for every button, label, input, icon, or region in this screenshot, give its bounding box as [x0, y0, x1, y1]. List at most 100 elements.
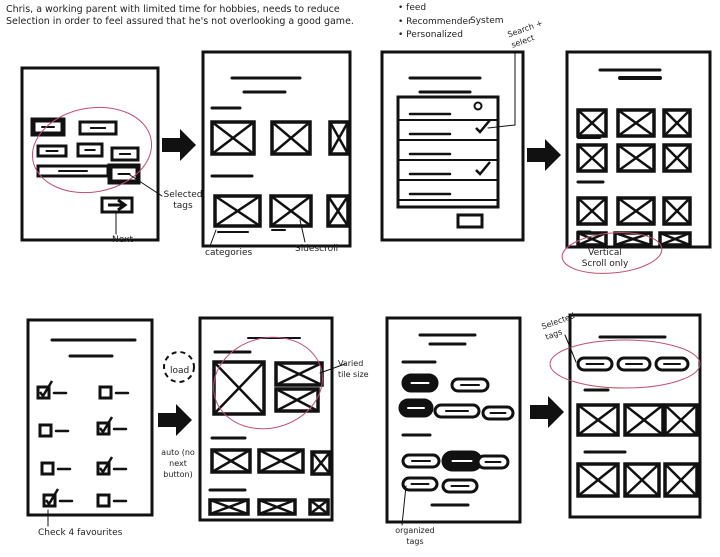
- checkmark-icon: [45, 488, 60, 507]
- image-placeholder: [270, 120, 312, 156]
- image-placeholder: [269, 194, 313, 228]
- phone-frame: [380, 50, 525, 242]
- bullet-personalized: • Personalized: [398, 30, 463, 40]
- image-placeholder-cross: [270, 120, 312, 156]
- image-placeholder: [576, 108, 608, 138]
- image-placeholder-cross: [663, 403, 699, 437]
- image-placeholder-cross: [613, 231, 653, 247]
- phone-frame: [26, 318, 154, 517]
- image-placeholder-cross: [576, 143, 608, 173]
- image-placeholder-cross: [658, 231, 692, 247]
- checkbox: [96, 493, 111, 508]
- annotation-leader-line: [401, 485, 407, 526]
- checkmark-icon: [475, 161, 491, 176]
- next-note: Next: [112, 235, 133, 245]
- image-placeholder-cross: [274, 361, 324, 387]
- image-placeholder: [576, 462, 620, 498]
- image-placeholder: [616, 143, 656, 173]
- image-placeholder: [576, 231, 608, 247]
- search-results-list: [396, 95, 500, 209]
- checkbox: [40, 461, 55, 476]
- phone-frame: [198, 316, 334, 522]
- image-placeholder-cross: [210, 120, 256, 156]
- image-placeholder-cross: [269, 194, 313, 228]
- next-arrow-icon: [108, 198, 128, 212]
- image-placeholder: [662, 108, 692, 138]
- phone-frame: [385, 316, 522, 524]
- highlight-circle: [549, 339, 701, 389]
- problem-statement-line-1: Chris, a working parent with limited tim…: [6, 4, 340, 15]
- image-placeholder-cross: [210, 448, 252, 474]
- annotation-leader-line: [564, 334, 577, 363]
- annotation-leader-line: [299, 219, 306, 243]
- image-placeholder: [274, 387, 320, 413]
- image-placeholder-cross: [576, 108, 608, 138]
- highlight-circle: [561, 232, 663, 274]
- image-placeholder-cross: [576, 196, 608, 226]
- image-placeholder: [257, 498, 297, 516]
- image-placeholder: [623, 403, 665, 437]
- image-placeholder: [663, 403, 699, 437]
- image-placeholder: [576, 143, 608, 173]
- checkmark-icon: [99, 416, 114, 435]
- image-placeholder: [210, 448, 252, 474]
- load-indicator: [163, 351, 195, 383]
- phone-frame: [568, 313, 702, 519]
- sidescroll-note: Sidescroll: [295, 244, 339, 254]
- image-placeholder-cross: [326, 194, 350, 228]
- next-button: [456, 213, 484, 229]
- phone-frame: [20, 66, 160, 242]
- image-placeholder: [576, 403, 620, 437]
- image-placeholder-cross: [576, 462, 620, 498]
- phone-frame: [201, 50, 352, 248]
- image-placeholder: [576, 196, 608, 226]
- checkbox: [38, 423, 53, 438]
- highlight-circle: [213, 336, 323, 430]
- annotation-leader-line: [487, 124, 516, 129]
- annotation-leader-line: [319, 363, 346, 374]
- image-placeholder: [328, 120, 350, 156]
- image-placeholder-cross: [662, 196, 692, 226]
- image-placeholder: [310, 450, 332, 476]
- checkmark-icon: [475, 119, 491, 134]
- image-placeholder-cross: [212, 360, 266, 416]
- image-placeholder-cross: [662, 108, 692, 138]
- image-placeholder-cross: [257, 498, 297, 516]
- bullet-feed: • feed: [398, 3, 427, 13]
- checkbox: [36, 385, 51, 400]
- checkmark-icon: [99, 456, 114, 475]
- image-placeholder-cross: [308, 498, 330, 516]
- categories-note: categories: [205, 248, 253, 258]
- image-placeholder-cross: [213, 194, 262, 228]
- image-placeholder: [210, 120, 256, 156]
- checkbox: [98, 385, 113, 400]
- image-placeholder: [623, 462, 661, 498]
- image-placeholder: [662, 143, 692, 173]
- image-placeholder: [662, 196, 692, 226]
- phone-frame: [565, 50, 712, 249]
- image-placeholder-cross: [623, 462, 661, 498]
- check-favourites-note: Check 4 favourites: [38, 528, 123, 538]
- image-placeholder-cross: [328, 120, 350, 156]
- image-placeholder-cross: [616, 143, 656, 173]
- image-placeholder-cross: [208, 498, 250, 516]
- auto-note: auto (no next button): [161, 448, 195, 479]
- image-placeholder: [658, 231, 692, 247]
- load-note: load: [170, 366, 190, 376]
- image-placeholder-cross: [616, 108, 656, 138]
- highlight-circle: [31, 106, 153, 194]
- image-placeholder: [616, 108, 656, 138]
- image-placeholder-cross: [310, 450, 332, 476]
- vertical-scroll-note: Vertical Scroll only: [581, 248, 629, 269]
- selected-tags-note: Selected tags: [163, 190, 203, 211]
- image-placeholder-cross: [576, 231, 608, 247]
- image-placeholder-cross: [616, 196, 656, 226]
- image-placeholder: [663, 462, 699, 498]
- image-placeholder: [616, 196, 656, 226]
- flow-arrow-icon: [162, 129, 196, 161]
- bullet-recommender: • Recommender: [398, 17, 472, 27]
- image-placeholder-cross: [623, 403, 665, 437]
- flow-arrow-icon: [527, 139, 561, 171]
